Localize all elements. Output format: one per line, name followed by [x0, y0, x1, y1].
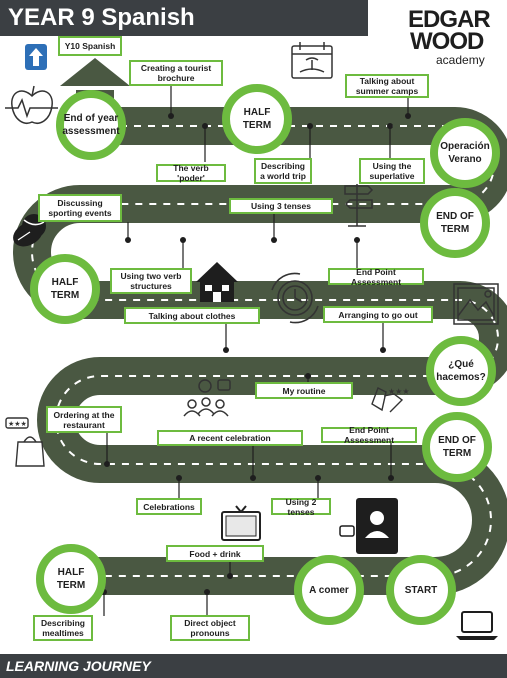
topic-mealtimes: Describing mealtimes: [33, 615, 93, 641]
title-banner: [0, 0, 368, 36]
topic-world-trip: Describing a world trip: [254, 158, 312, 184]
topic-celebration: A recent celebration: [157, 430, 303, 446]
topic-clothes: Talking about clothes: [124, 307, 260, 324]
topic-three-tenses: Using 3 tenses: [229, 198, 333, 214]
milestone-end-of-term-upper: END OF TERM: [420, 188, 490, 258]
topic-superlative: Using the superlative: [359, 158, 425, 184]
milestone-half-term-bottom: HALF TERM: [36, 544, 106, 614]
milestone-a-comer: A comer: [294, 555, 364, 625]
logo-line-1: EDGAR: [408, 6, 491, 33]
topic-food-drink: Food + drink: [166, 545, 264, 562]
milestone-que-hacemos: ¿Qué hacemos?: [426, 336, 496, 406]
topic-routine: My routine: [255, 382, 353, 399]
footer-banner: [0, 654, 507, 678]
milestone-half-term-top: HALF TERM: [222, 84, 292, 154]
academy-logo: EDGAR WOOD academy: [404, 6, 504, 70]
topic-sporting-events: Discussing sporting events: [38, 194, 122, 222]
topic-ordering: Ordering at the restaurant: [46, 406, 122, 433]
milestone-start: START: [386, 555, 456, 625]
topic-going-out: Arranging to go out: [323, 306, 433, 323]
milestone-operacion-verano: Operación Verano: [430, 118, 500, 188]
topic-direct-object: Direct object pronouns: [170, 615, 250, 641]
topic-summer-camps: Talking about summer camps: [345, 74, 429, 98]
topic-end-point-2: End Point Assessment: [321, 425, 417, 445]
page-title: YEAR 9 Spanish: [8, 4, 195, 31]
milestone-half-term-middle: HALF TERM: [30, 254, 100, 324]
milestone-end-of-term-lower: END OF TERM: [422, 412, 492, 482]
topic-verb-poder: The verb 'poder': [156, 163, 226, 183]
logo-line-2: WOOD: [410, 28, 484, 55]
topic-tourist-brochure: Creating a tourist brochure: [129, 60, 223, 86]
topic-celebrations: Celebrations: [136, 498, 202, 515]
topic-end-point-1: End Point Assessment: [328, 267, 424, 287]
topic-two-verb: Using two verb structures: [110, 268, 192, 294]
topic-two-tenses: Using 2 tenses: [271, 497, 331, 517]
milestone-end-of-year: End of year assessment: [56, 90, 126, 160]
footer-label: LEARNING JOURNEY: [6, 658, 151, 674]
logo-line-3: academy: [436, 53, 485, 67]
topic-y10-spanish: Y10 Spanish: [58, 36, 122, 56]
